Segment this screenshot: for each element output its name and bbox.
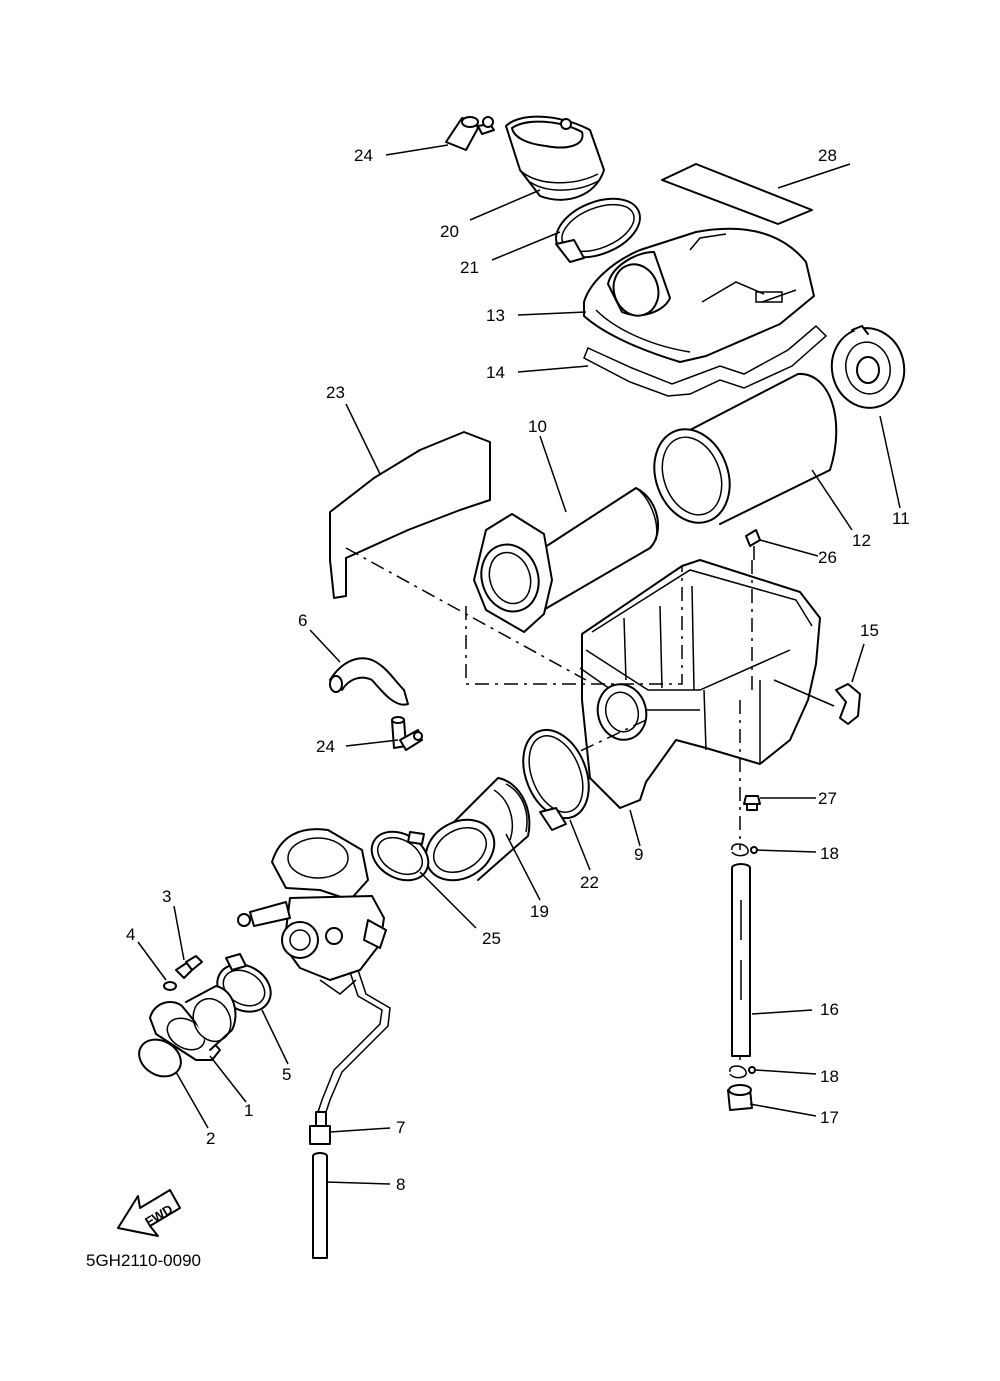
- part-25-hose-clamp: [370, 830, 430, 882]
- callout-8: 8: [396, 1175, 405, 1194]
- part-2-o-ring: [138, 1038, 182, 1078]
- callout-6: 6: [298, 611, 307, 630]
- part-10-filter-guide: [473, 487, 659, 633]
- callout-25: 25: [482, 929, 501, 948]
- callout-2: 2: [206, 1129, 215, 1148]
- callout-4: 4: [126, 925, 135, 944]
- callout-24-middle: 24: [316, 737, 335, 756]
- callout-12: 12: [852, 531, 871, 550]
- part-7-pipe-fitting: [309, 1111, 331, 1145]
- callout-14: 14: [486, 363, 505, 382]
- callout-7: 7: [396, 1118, 405, 1137]
- part-1-carburetor-joint: [149, 985, 237, 1061]
- callout-27: 27: [818, 789, 837, 808]
- part-24-elbow-fitting-middle: [391, 716, 423, 751]
- callout-13: 13: [486, 306, 505, 325]
- part-13-case-cover: [583, 227, 815, 363]
- callout-24-top: 24: [354, 146, 373, 165]
- callout-18-lower: 18: [820, 1067, 839, 1086]
- part-12-filter-element: [653, 372, 838, 525]
- part-15-clip: [835, 683, 861, 725]
- callout-15: 15: [860, 621, 879, 640]
- callout-11: 11: [892, 509, 910, 528]
- part-24-elbow-fitting-top: [445, 116, 495, 151]
- part-16-drain-pipe: [731, 863, 751, 1057]
- callout-10: 10: [528, 417, 547, 436]
- part-27-bolt: [743, 795, 761, 811]
- callout-1: 1: [244, 1101, 253, 1120]
- part-19-air-joint: [424, 777, 531, 882]
- part-carburetor-assembly: [237, 828, 387, 995]
- callout-28: 28: [818, 146, 837, 165]
- leader-lines: [137, 144, 901, 1185]
- part-23-heat-shield: [329, 431, 491, 599]
- callout-9: 9: [634, 845, 643, 864]
- callout-16: 16: [820, 1000, 839, 1019]
- callout-3: 3: [162, 887, 171, 906]
- diagram-code: 5GH2110-0090: [86, 1251, 201, 1270]
- part-18-clip-upper: [731, 843, 758, 857]
- callout-26: 26: [818, 548, 837, 567]
- callout-17: 17: [820, 1108, 839, 1127]
- part-14-gasket: [583, 324, 828, 397]
- callout-22: 22: [580, 873, 599, 892]
- part-20-intake-duct: [505, 115, 605, 201]
- part-3-bolt: [175, 955, 203, 979]
- part-8-drain-hose: [312, 1152, 328, 1259]
- part-22-hose-clamp: [522, 728, 590, 831]
- part-6-breather-hose: [329, 657, 409, 706]
- part-18-clip-lower: [729, 1065, 756, 1079]
- callout-5: 5: [282, 1065, 291, 1084]
- part-11-end-cap: [830, 325, 906, 409]
- fwd-direction-arrow: FWD: [117, 1189, 181, 1237]
- callout-21: 21: [460, 258, 479, 277]
- part-17-drain-plug: [727, 1084, 753, 1111]
- part-28-label: [661, 163, 813, 225]
- callout-labels: 24 20 21 28 13 14 23 10 11 12 26 6 15 24…: [126, 146, 910, 1194]
- part-26-screw: [745, 529, 761, 560]
- callout-18-upper: 18: [820, 844, 839, 863]
- part-vent-pipe: [317, 969, 391, 1113]
- part-4-washer: [163, 981, 177, 991]
- callout-20: 20: [440, 222, 459, 241]
- callout-19: 19: [530, 902, 549, 921]
- callout-23: 23: [326, 383, 345, 402]
- part-21-hose-clamp: [555, 197, 641, 263]
